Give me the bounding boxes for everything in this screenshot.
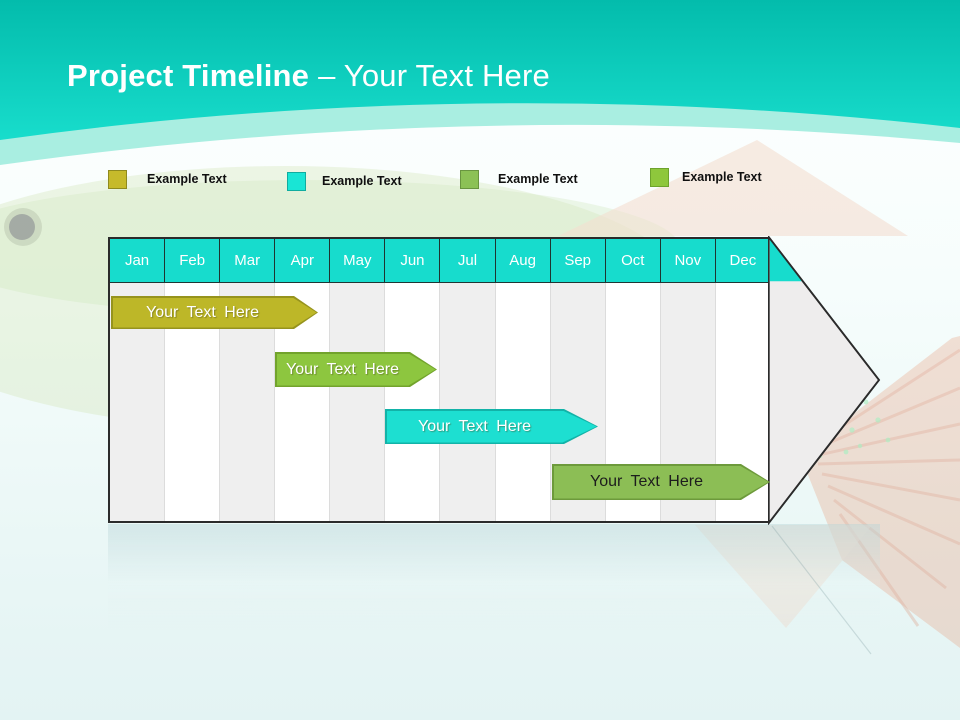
arrow-head-teal-wedge — [769, 238, 803, 282]
task-bar-3[interactable]: Your Text Here — [385, 409, 598, 444]
legend-label: Example Text — [322, 174, 402, 188]
legend-item-2[interactable]: Example Text — [287, 171, 402, 191]
month-header-may: May — [330, 239, 386, 282]
task-bar-label: Your Text Here — [418, 417, 531, 435]
month-header-jul: Jul — [440, 239, 496, 282]
legend-item-1[interactable]: Example Text — [108, 169, 227, 189]
grid-column — [440, 283, 496, 521]
legend-label: Example Text — [147, 172, 227, 186]
legend-item-3[interactable]: Example Text — [460, 169, 578, 189]
month-header-row: Jan Feb Mar Apr May Jun Jul Aug Sep Oct … — [110, 239, 770, 283]
task-bar-fill — [277, 354, 436, 386]
month-header-feb: Feb — [165, 239, 221, 282]
legend-swatch-cyan — [287, 171, 306, 191]
legend-label: Example Text — [682, 170, 762, 184]
task-bar-fill — [113, 298, 317, 328]
grid-column — [385, 283, 441, 521]
month-header-jun: Jun — [385, 239, 441, 282]
grid-column — [495, 283, 551, 521]
month-header-apr: Apr — [275, 239, 331, 282]
title-light-text: – Your Text Here — [318, 58, 550, 93]
legend-swatch-olive — [108, 169, 127, 189]
chart-reflection — [108, 524, 880, 632]
task-bar-4[interactable]: Your Text Here — [552, 464, 770, 500]
month-header-nov: Nov — [661, 239, 716, 282]
legend-swatch-green — [460, 169, 479, 189]
month-header-sep: Sep — [551, 239, 606, 282]
month-header-jan: Jan — [110, 239, 166, 282]
month-header-dec: Dec — [729, 252, 757, 269]
task-bar-2[interactable]: Your Text Here — [275, 352, 437, 387]
page-title[interactable]: Project Timeline– Your Text Here — [67, 58, 550, 94]
grid-column — [330, 283, 386, 521]
month-header-oct: Oct — [606, 239, 661, 282]
legend-item-4[interactable]: Example Text — [650, 167, 762, 187]
task-bar-label: Your Text Here — [590, 473, 703, 490]
task-bar-fill — [387, 411, 597, 443]
legend-swatch-yellowgreen — [650, 167, 669, 187]
timeline-arrow-head — [768, 236, 881, 525]
month-header-aug: Aug — [496, 239, 551, 282]
month-header-mar: Mar — [220, 239, 276, 282]
task-bar-label: Your Text Here — [286, 360, 399, 378]
legend-label: Example Text — [498, 172, 578, 186]
task-bar-1[interactable]: Your Text Here — [111, 296, 318, 329]
task-bar-fill — [554, 466, 769, 499]
task-bar-label: Your Text Here — [146, 303, 259, 321]
title-bold-text: Project Timeline — [67, 58, 310, 93]
